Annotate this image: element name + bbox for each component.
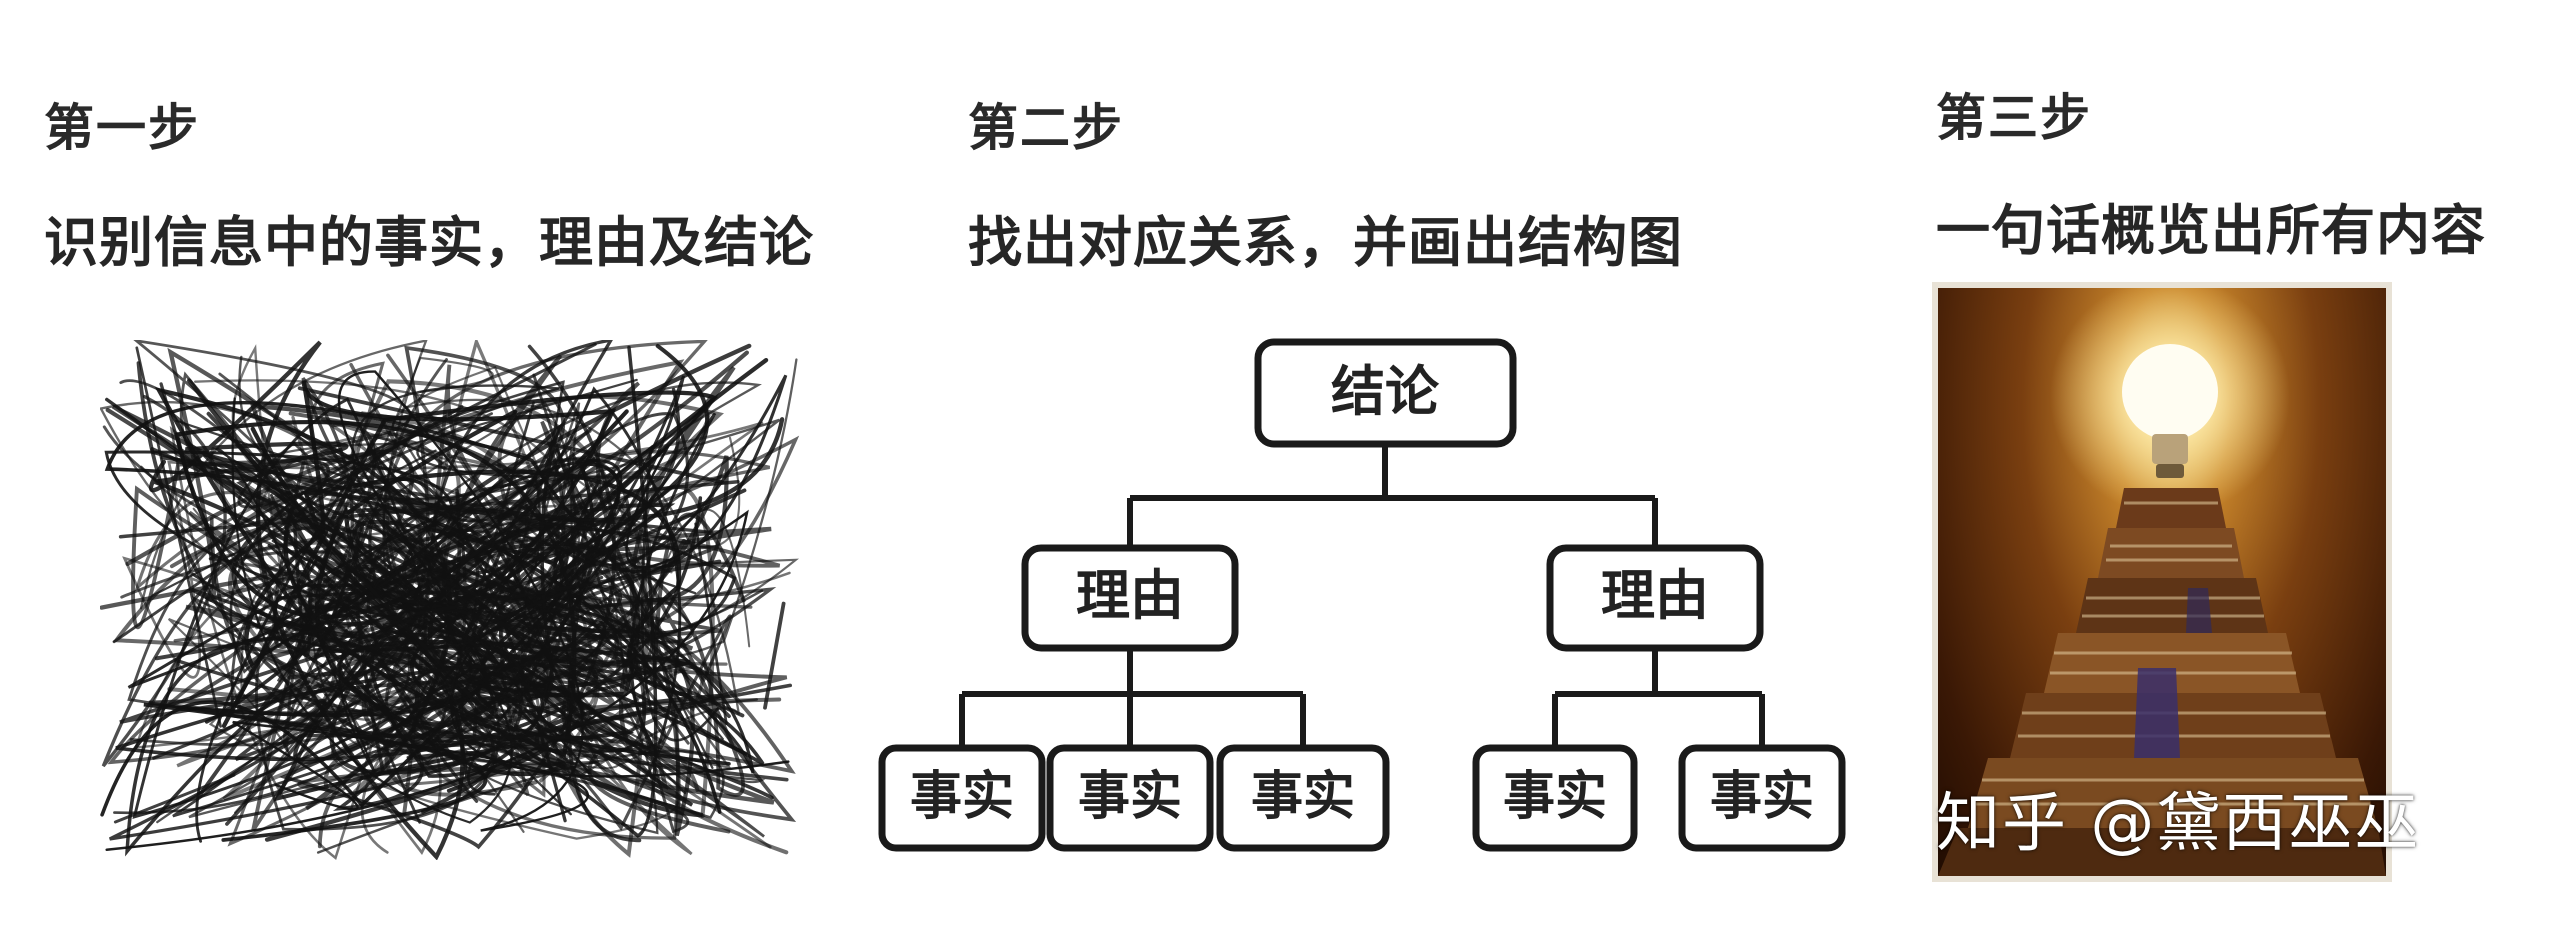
tree-node-label: 理由 [1076,564,1184,627]
tree-node-fact: 事实 [1678,744,1846,852]
scribble-stroke [225,344,617,850]
tree-node-label: 事实 [1251,767,1355,827]
scribble-stroke [159,382,195,495]
scribble-stroke [175,419,697,595]
scribble-stroke [435,401,535,743]
scribble-stroke [404,378,638,448]
tree-node-reason: 理由 [1546,544,1764,652]
step-3-title: 第三步 [1936,89,2092,147]
scribble-stroke [102,425,690,766]
scribble-stroke [151,451,291,491]
scribble-stroke [135,346,222,728]
scribble-stroke [112,417,436,644]
scribble-stroke [206,411,531,761]
scribble-stroke [100,347,687,791]
tree-node-fact: 事实 [1472,744,1638,852]
step-1-description: 识别信息中的事实，理由及结论 [44,211,814,274]
tree-node-fact: 事实 [1216,744,1390,852]
scribble-stroke [485,514,671,540]
scribble-stroke [251,439,796,849]
step-1-title: 第一步 [44,99,200,157]
scribble-stroke [304,733,599,740]
zhihu-watermark: 知乎 @黛西巫巫 [1936,787,2421,861]
scribble-stroke [270,493,421,824]
tree-node-conclusion: 结论 [1254,338,1517,448]
scribble-stroke [556,449,714,770]
lightbulb-on-books-image [1932,282,2392,882]
scribble-stroke [525,683,792,735]
tree-node-label: 事实 [1078,767,1182,827]
scribble-stroke [198,613,331,797]
scribble-chaos-graphic [100,340,800,860]
tree-node-label: 事实 [1710,767,1814,827]
scribble-stroke [113,773,236,824]
scribble-stroke [118,480,740,539]
scribble-stroke [302,490,711,534]
tree-node-label: 事实 [1503,767,1607,827]
step-2-title: 第二步 [968,99,1124,157]
tree-node-fact: 事实 [1046,744,1214,852]
structure-tree-diagram: 结论 理由 理由 事实 事实 事实 事实 事实 [878,338,1846,852]
tree-node-label: 事实 [910,767,1014,827]
step-3-description: 一句话概览出所有内容 [1936,199,2486,262]
tree-node-fact: 事实 [878,744,1046,852]
scribble-stroke [210,361,502,847]
tree-connectors [959,444,1765,748]
scribble-stroke [234,558,319,705]
scribble-stroke [763,601,786,710]
scribble-stroke [694,522,728,726]
step-2-description: 找出对应关系，并画出结构图 [968,211,1683,274]
scribble-stroke [297,386,725,485]
book-stack [1938,488,2386,876]
scribble-stroke [152,575,604,760]
tree-node-label: 结论 [1331,360,1440,423]
tree-node-reason: 理由 [1021,544,1239,652]
scribble-stroke [151,449,437,597]
scribble-stroke [203,455,572,816]
tree-node-label: 理由 [1601,564,1709,627]
lightbulb-icon [1938,288,2386,876]
scribble-stroke [154,559,722,661]
scribble-stroke [150,447,745,718]
scribble-stroke [441,354,797,822]
